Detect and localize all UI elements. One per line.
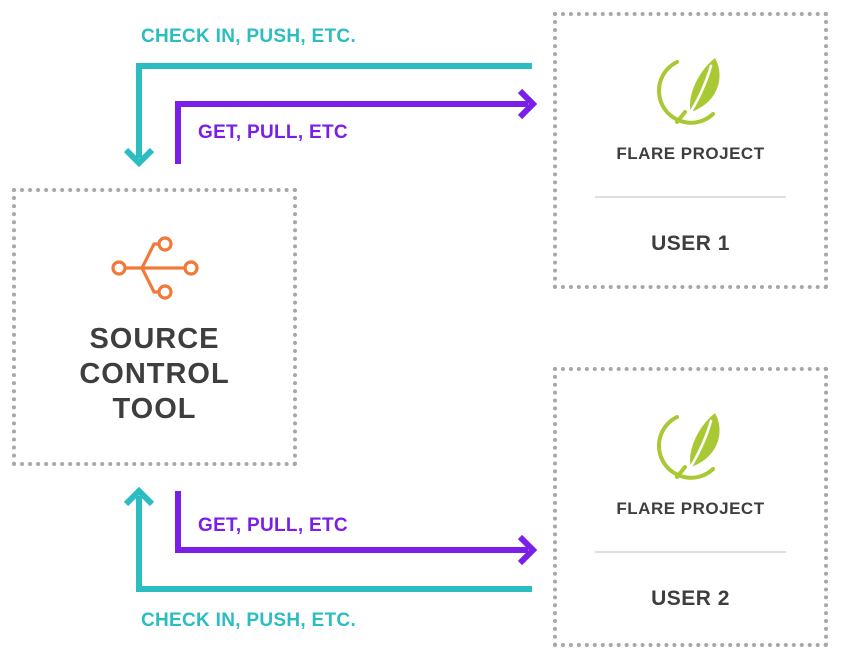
source-title-line-3: TOOL	[112, 393, 197, 425]
user-2-divider	[595, 551, 786, 553]
top-checkin-label: CHECK IN, PUSH, ETC.	[141, 26, 357, 47]
flare-feather-icon	[651, 405, 731, 485]
bottom-get-arrow	[175, 491, 528, 553]
top-checkin-arrowhead	[123, 147, 155, 168]
top-get-arrow	[175, 101, 528, 164]
flare-feather-icon	[651, 50, 731, 130]
user-1-project-label: FLARE PROJECT	[616, 144, 765, 163]
bottom-checkin-arrowhead	[123, 486, 155, 507]
source-control-title: SOURCE CONTROL TOOL	[16, 322, 293, 427]
user-1-label: USER 1	[651, 232, 730, 255]
bottom-checkin-arrow	[136, 496, 532, 592]
top-get-arrowhead	[517, 88, 538, 120]
user-2-box: FLARE PROJECT USER 2	[553, 367, 828, 647]
source-title-line-2: CONTROL	[79, 358, 230, 390]
user-2-project-label: FLARE PROJECT	[616, 499, 765, 518]
source-control-box: SOURCE CONTROL TOOL	[12, 188, 297, 466]
branch-icon	[111, 236, 199, 300]
bottom-get-arrowhead	[517, 534, 538, 566]
user-1-divider	[595, 196, 786, 198]
user-2-label: USER 2	[651, 587, 730, 610]
source-title-line-1: SOURCE	[89, 323, 220, 355]
bottom-checkin-label: CHECK IN, PUSH, ETC.	[141, 610, 357, 631]
bottom-get-label: GET, PULL, ETC	[198, 515, 348, 536]
top-checkin-arrow	[136, 63, 532, 158]
user-1-box: FLARE PROJECT USER 1	[553, 12, 828, 289]
top-get-label: GET, PULL, ETC	[198, 122, 348, 143]
